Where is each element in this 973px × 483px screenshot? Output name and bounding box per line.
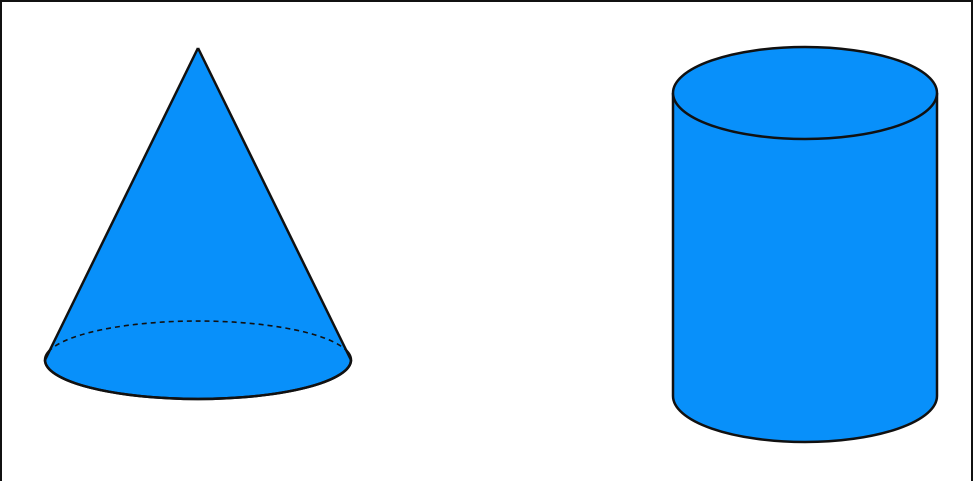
cylinder-top xyxy=(673,47,937,139)
cone-figure xyxy=(45,48,351,399)
cone-body xyxy=(45,48,351,360)
cylinder-body xyxy=(673,93,937,442)
cylinder-figure xyxy=(673,47,937,442)
